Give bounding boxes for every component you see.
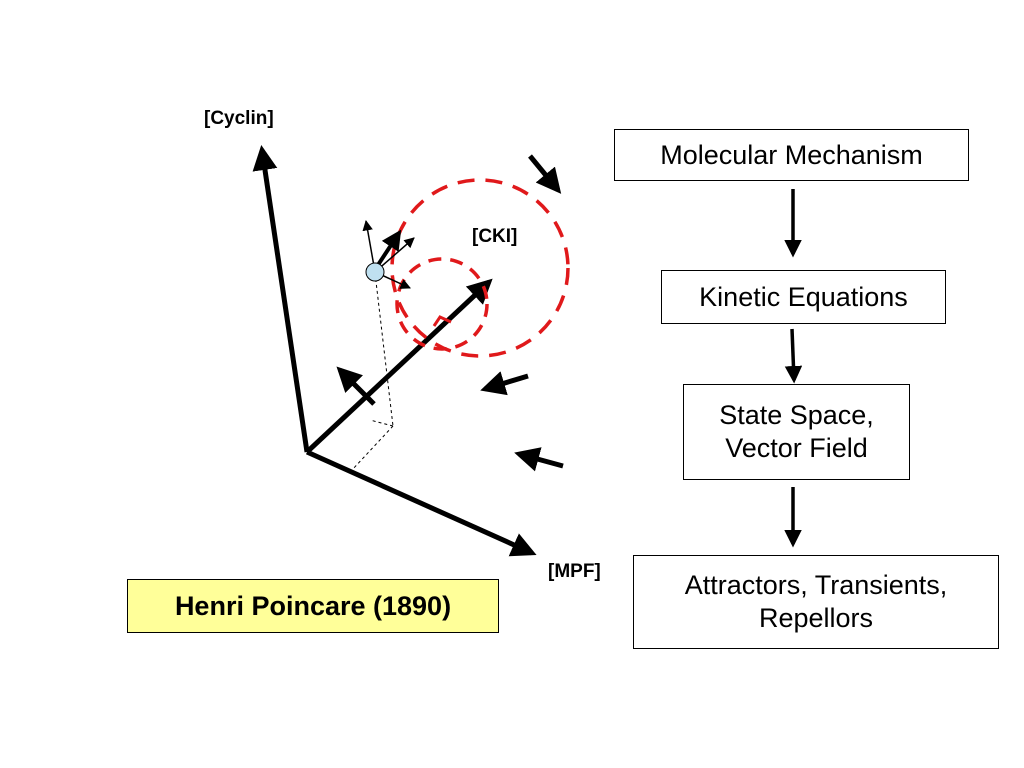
field-arrow: [528, 154, 562, 194]
cyclin-axis-label: [Cyclin]: [204, 108, 274, 129]
inner-orbit: [395, 257, 489, 351]
field-arrow: [336, 366, 376, 406]
step-kinetic-equations: Kinetic Equations: [661, 270, 946, 324]
orbit-direction-arrow: [432, 315, 452, 327]
cyclin-axis: [252, 145, 310, 453]
velocity-vector: [374, 229, 402, 270]
mpf-axis-label: [MPF]: [548, 561, 601, 582]
state-point: [365, 262, 385, 282]
mpf-axis: [305, 449, 537, 557]
step-molecular-mechanism: Molecular Mechanism: [614, 129, 969, 181]
field-arrow: [514, 447, 564, 472]
projection-lines: [351, 272, 394, 471]
cki-axis: [305, 278, 493, 454]
step-attractors-transients-repellors: Attractors, Transients, Repellors: [633, 555, 999, 649]
step-state-space-vector-field: State Space, Vector Field: [683, 384, 910, 480]
field-arrow: [480, 371, 529, 396]
henri-poincare-caption: Henri Poincare (1890): [127, 579, 499, 633]
cki-axis-label: [CKI]: [472, 226, 517, 247]
outer-orbit: [390, 178, 570, 358]
flow-arrow: [784, 328, 803, 384]
vector-field-arrows: [336, 154, 564, 472]
flow-arrows: [784, 189, 803, 548]
